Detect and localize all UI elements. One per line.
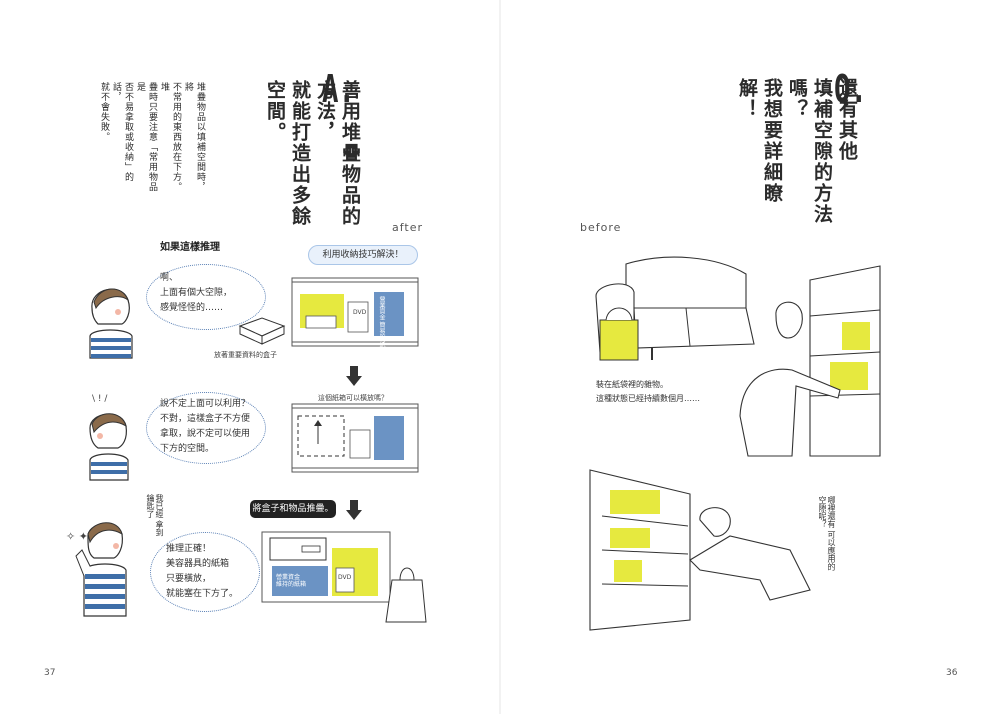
shelf-before-illustration bbox=[291, 277, 419, 347]
solve-pill: 利用收納技巧解決！ bbox=[308, 245, 418, 265]
bubble-1-line: 上面有個大空隙， bbox=[160, 288, 233, 298]
bubble-1-text: 啊、 上面有個大空隙， 感覺怪怪的…… bbox=[160, 271, 232, 316]
dvd-label: DVD bbox=[353, 309, 367, 316]
box-caption: 放著重要資料的盒子 bbox=[214, 351, 277, 359]
answer-body-text: 堆疊物品以填補空間時，將 不常用的東西放在下方。堆 疊時只要注意「常用物品是 否… bbox=[99, 82, 205, 192]
bubble-2-text: 說不定上面可以利用？ 不對，這樣盒子不方便 拿取，說不定可以使用 下方的空間。 bbox=[160, 397, 250, 457]
answer-headline: 善用堆疊物品的方法， 就能打造出多餘空間。 bbox=[264, 80, 361, 227]
page-number-right: 36 bbox=[946, 668, 958, 678]
bubble-3-line: 就能塞在下方了。 bbox=[166, 589, 239, 599]
question-headline: 還有其他 填補空隙的方法嗎？ 我想要詳細瞭解！ bbox=[736, 78, 858, 225]
answer-mark: A. bbox=[322, 67, 355, 111]
bubble-1-line: 感覺怪怪的…… bbox=[160, 303, 224, 313]
book-spine bbox=[499, 0, 501, 714]
after-label: after bbox=[392, 221, 424, 234]
reasoning-title: 如果這樣推理 bbox=[160, 242, 220, 253]
person-2-illustration bbox=[89, 413, 129, 481]
person-1-illustration bbox=[89, 288, 133, 359]
bubble-3-line: 只要橫放， bbox=[166, 574, 212, 584]
handwritten-note-left: 我已經 拿到鑰匙了 bbox=[146, 494, 164, 537]
bubble-3-line: 美容器具的紙箱 bbox=[166, 559, 230, 569]
before-label: before bbox=[580, 221, 622, 234]
down-arrow-2 bbox=[346, 500, 362, 520]
bubble-1-line: 啊、 bbox=[160, 273, 179, 283]
bubble-2-line: 不對，這樣盒子不方便 bbox=[160, 414, 251, 424]
bubble-3-line: 推理正確！ bbox=[166, 544, 212, 554]
before-caption: 裝在紙袋裡的雜物。 這種狀態已經持續數個月…… bbox=[596, 380, 700, 403]
handwritten-note-right: 哪裡還有 可以應用的 空隙呢？ bbox=[818, 496, 836, 571]
document-box-illustration bbox=[238, 317, 286, 345]
down-arrow-1 bbox=[346, 366, 362, 386]
person-3-illustration bbox=[75, 522, 127, 617]
bubble-2-line: 下方的空間。 bbox=[160, 444, 215, 454]
closet-person-illustration bbox=[589, 469, 811, 631]
blue-box-label-2: 營業資金 維持的紙箱 bbox=[276, 574, 307, 588]
right-page: Q. 還有其他 填補空隙的方法嗎？ 我想要詳細瞭解！ before 裝在紙袋裡的… bbox=[500, 0, 1000, 714]
action-pill: 將盒子和物品推疊。 bbox=[250, 500, 336, 518]
surprise-marks: \ ! / bbox=[92, 394, 108, 404]
thought-bubble-1 bbox=[146, 264, 266, 330]
bubble-2-line: 說不定上面可以利用？ bbox=[160, 399, 251, 409]
box-question: 這個紙箱可以橫放嗎？ bbox=[318, 394, 388, 402]
bubble-3-text: 推理正確！ 美容器具的紙箱 只要橫放， 就能塞在下方了。 bbox=[166, 542, 238, 602]
sofa-with-bag-illustration bbox=[595, 256, 755, 361]
bookshelf-person-illustration bbox=[739, 265, 881, 457]
thought-bubble-2 bbox=[146, 392, 266, 464]
dvd-label-2: DVD bbox=[338, 574, 352, 581]
thought-bubble-3 bbox=[150, 532, 260, 612]
bubble-2-line: 拿取，說不定可以使用 bbox=[160, 429, 251, 439]
shelf-after-illustration bbox=[261, 531, 427, 623]
page-number-left: 37 bbox=[44, 668, 56, 678]
sparkle-icon: ✧ ✦ bbox=[66, 530, 88, 543]
shelf-reasoning-illustration bbox=[291, 403, 419, 473]
left-page: A. 善用堆疊物品的方法， 就能打造出多餘空間。 堆疊物品以填補空間時，將 不常… bbox=[44, 67, 427, 678]
question-mark: Q. bbox=[834, 67, 867, 111]
blue-box-label: 營業資金 簡易的 紙箱 bbox=[378, 296, 385, 354]
